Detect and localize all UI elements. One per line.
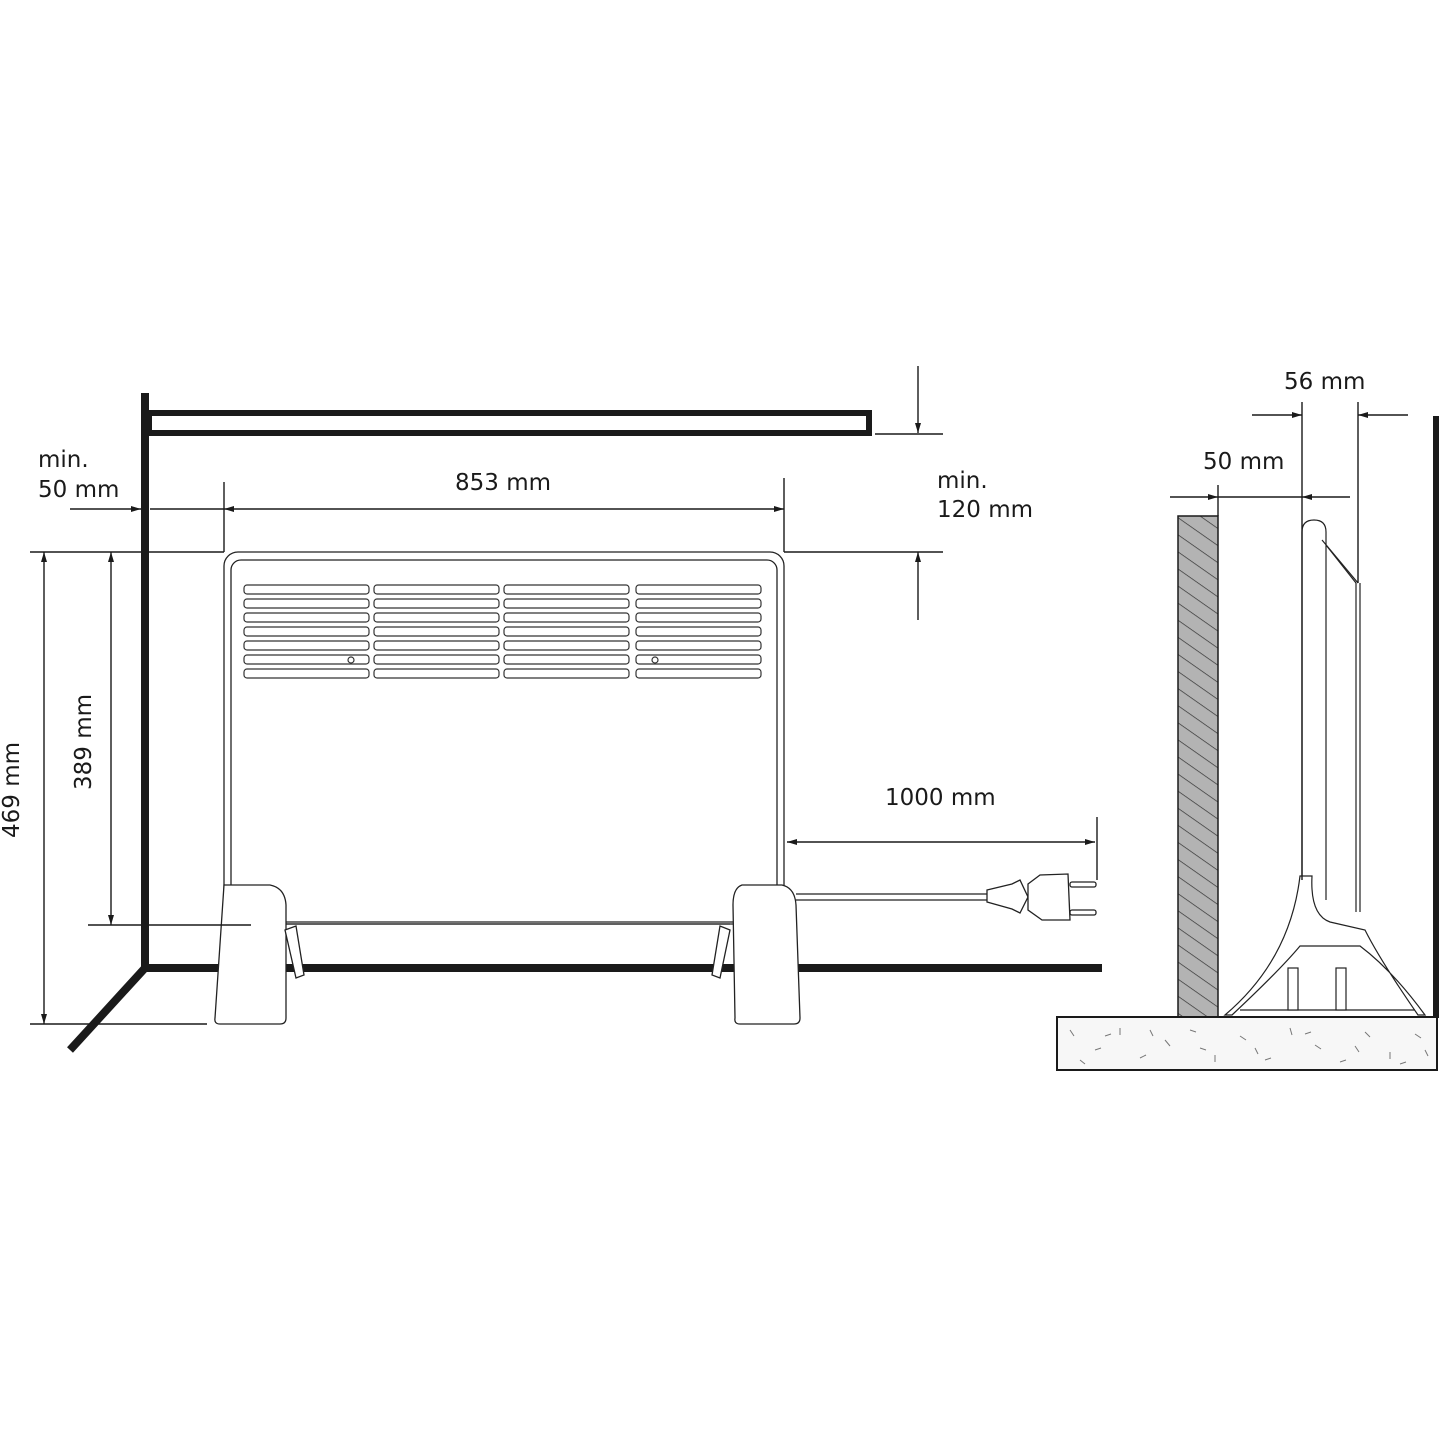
power-cable [796, 873, 1097, 921]
heater-front [214, 551, 801, 1025]
heater-side [1223, 519, 1427, 1016]
depth-label: 56 mm [1284, 369, 1366, 395]
top-clearance-label-min: min. [937, 468, 988, 494]
louvre-grille [243, 584, 762, 679]
total-height-label: 469 mm [0, 741, 25, 838]
cable-length-label: 1000 mm [885, 785, 996, 811]
body-height-label: 389 mm [71, 693, 97, 790]
side-clearance-label-min: min. [38, 447, 89, 473]
width-label: 853 mm [455, 470, 552, 496]
side-wall [1177, 416, 1439, 1018]
wall-gap-label: 50 mm [1203, 449, 1285, 475]
floor-slab [1056, 1016, 1438, 1071]
dimension-lines [30, 366, 1098, 1025]
top-clearance-label-value: 120 mm [937, 497, 1034, 523]
side-dimension-lines [1170, 402, 1408, 880]
side-clearance-label-value: 50 mm [38, 477, 120, 503]
